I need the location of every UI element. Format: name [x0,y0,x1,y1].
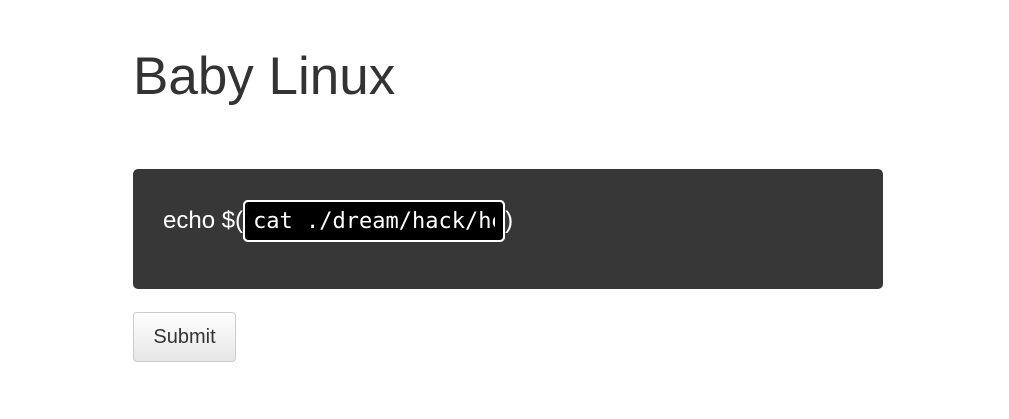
command-panel: echo $( ) [133,169,883,289]
command-prefix: echo $( [163,207,244,234]
submit-button[interactable]: Submit [133,312,236,362]
command-input[interactable] [243,200,506,242]
command-suffix: ) [505,207,514,234]
page-title: Baby Linux [133,47,396,106]
command-line: echo $( ) [163,197,513,245]
